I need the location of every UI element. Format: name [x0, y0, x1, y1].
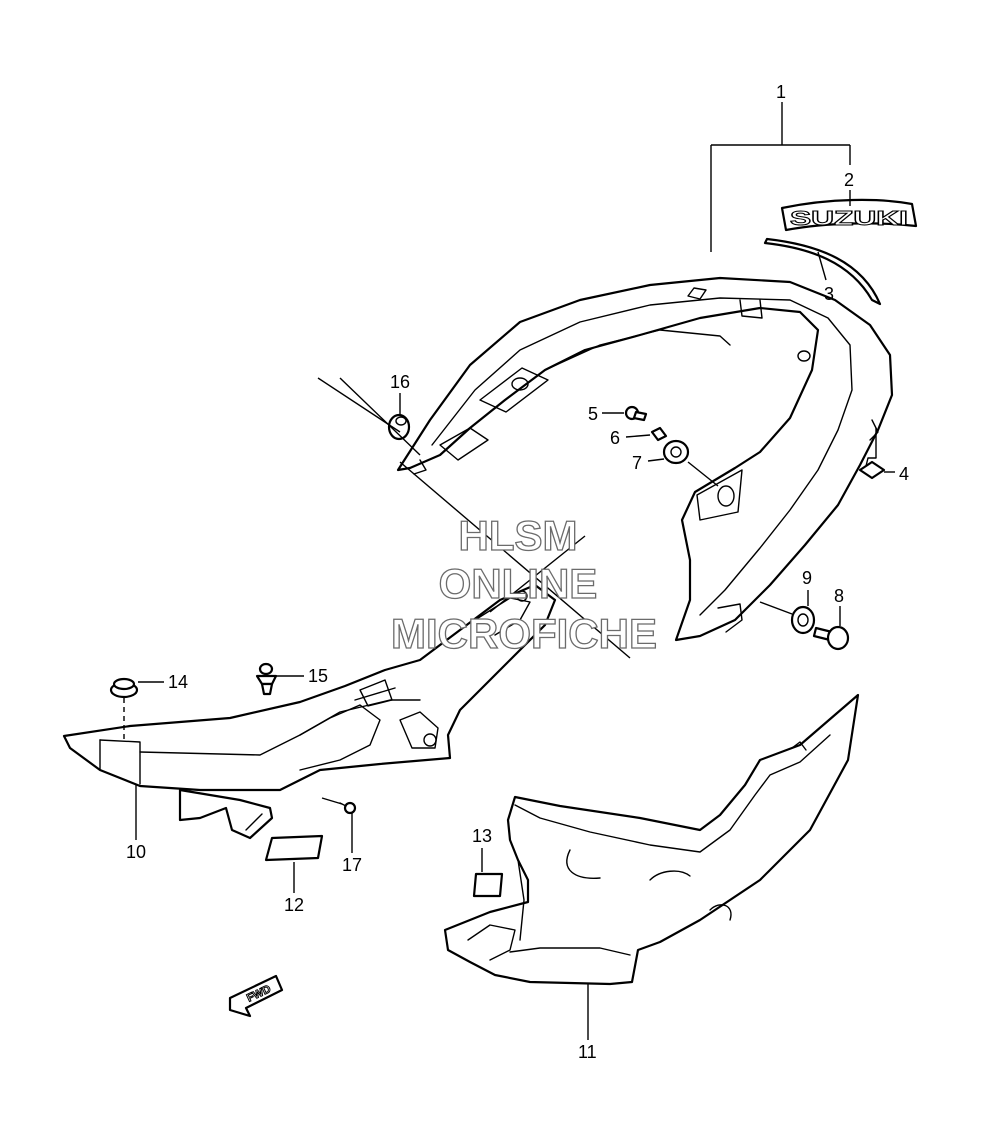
callout-8: 8: [834, 586, 844, 606]
cushion-16: [387, 413, 411, 441]
watermark-line3: MICROFICHE: [391, 610, 657, 657]
frame-cover-11: [443, 693, 860, 986]
callout-2: 2: [844, 170, 854, 190]
callout-17: 17: [342, 855, 362, 875]
trim-clip-15: [255, 662, 278, 696]
watermark-line1: HLSM: [459, 512, 578, 559]
cushion-7: [662, 439, 690, 465]
callout-12: 12: [284, 895, 304, 915]
suzuki-emblem: SUZUKI: [780, 198, 918, 232]
bolt-5: [624, 405, 648, 422]
callout-numbers: 1 2 3 4 5 6 7 8 9 10 11 12 13 14 15 16 1…: [126, 82, 909, 1062]
callout-3: 3: [824, 284, 834, 304]
screw-17: [339, 801, 357, 815]
callout-11: 11: [578, 1042, 597, 1062]
callout-16: 16: [390, 372, 410, 392]
callout-9: 9: [802, 568, 812, 588]
trim-strip: [763, 237, 882, 306]
emblem-text: SUZUKI: [790, 208, 908, 230]
fwd-arrow-icon: FWD: [228, 974, 284, 1018]
bolt-8: [812, 625, 850, 651]
collar-6: [650, 426, 668, 442]
callout-5: 5: [588, 404, 598, 424]
frame-cover-10: [62, 583, 557, 840]
callout-1: 1: [776, 82, 786, 102]
callout-13: 13: [472, 826, 492, 846]
leader-lines: [123, 102, 895, 1040]
callout-6: 6: [610, 428, 620, 448]
callout-7: 7: [632, 453, 642, 473]
grommet-14: [109, 677, 139, 699]
callout-10: 10: [126, 842, 146, 862]
callout-14: 14: [168, 672, 188, 692]
callout-15: 15: [308, 666, 328, 686]
cushion-9: [790, 605, 816, 635]
clip-nut-4: [858, 457, 886, 480]
watermark-line2: ONLINE: [439, 560, 598, 607]
watermark: HLSM ONLINE MICROFICHE: [390, 511, 657, 657]
pad-12: [264, 834, 324, 862]
seat-tail-cowling: [396, 276, 894, 642]
callout-4: 4: [899, 464, 909, 484]
pad-13: [472, 872, 504, 898]
